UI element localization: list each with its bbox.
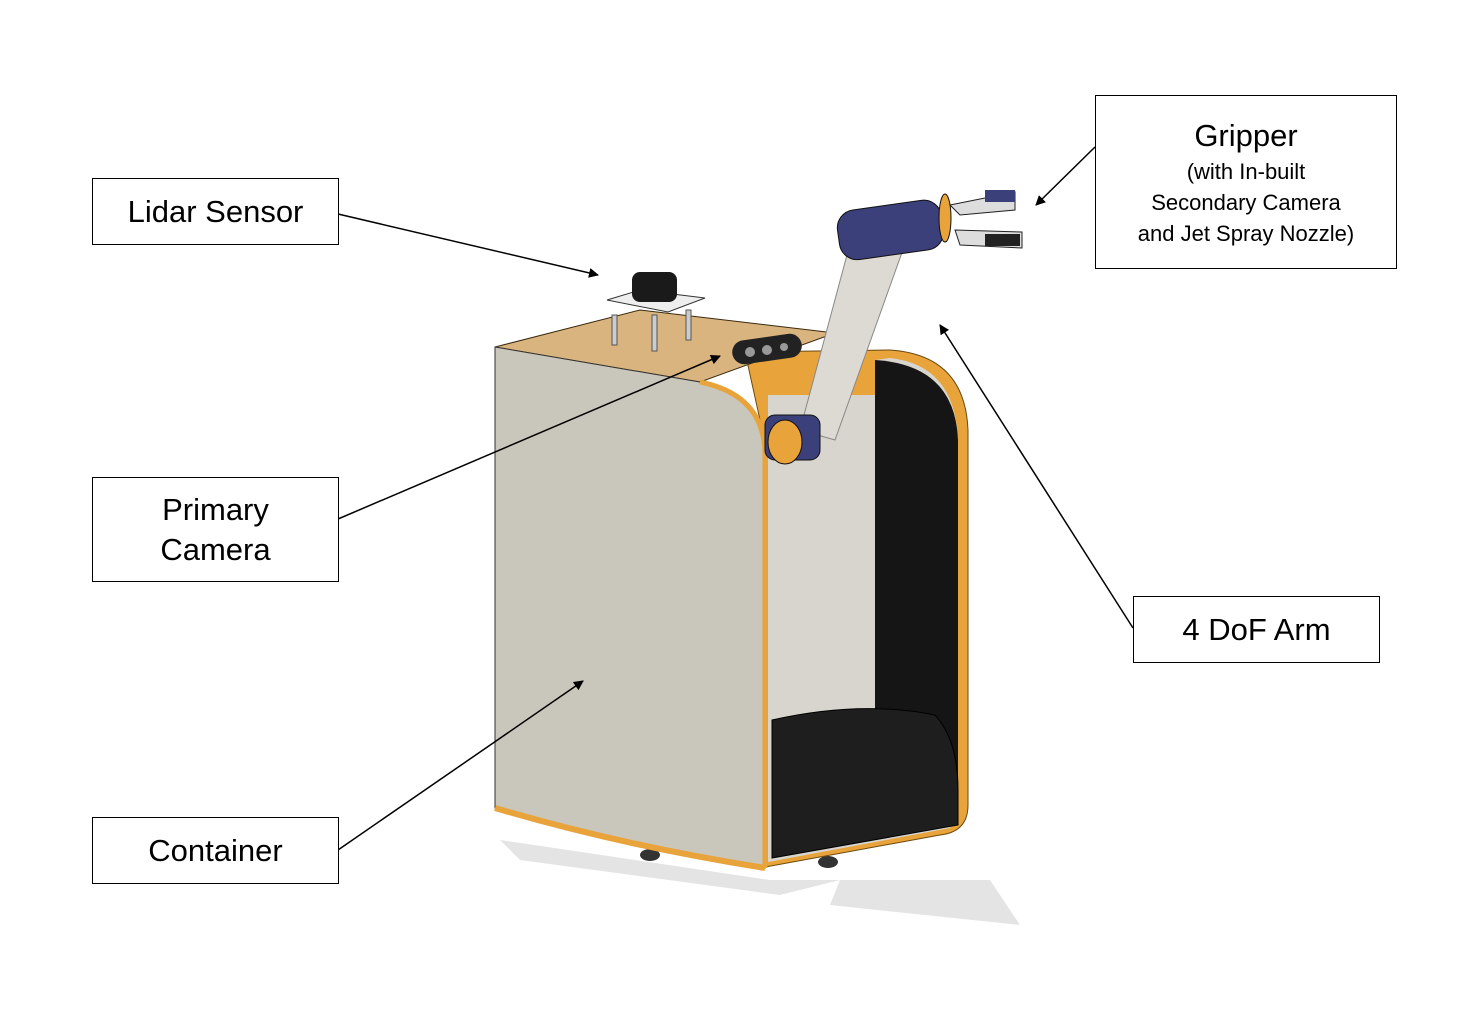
arm-arrow bbox=[939, 324, 1134, 629]
arm-text: 4 DoF Arm bbox=[1182, 611, 1331, 647]
primary-camera-label: Primary Camera bbox=[92, 477, 339, 582]
gripper-title: Gripper bbox=[1194, 117, 1298, 153]
lidar-sensor-label: Lidar Sensor bbox=[92, 178, 339, 245]
container-label: Container bbox=[92, 817, 339, 884]
lidar-sensor-text: Lidar Sensor bbox=[127, 193, 304, 229]
interior-back bbox=[875, 360, 958, 805]
gripper-detail-line3: and Jet Spray Nozzle) bbox=[1137, 220, 1355, 246]
container-text: Container bbox=[148, 832, 283, 868]
gripper-detail-line2: Secondary Camera bbox=[1151, 189, 1341, 215]
wheel bbox=[640, 849, 660, 861]
arm-joint-cap bbox=[767, 419, 803, 465]
primary-camera-text-line2: Camera bbox=[160, 531, 271, 567]
gripper-detail-line1: (with In-built bbox=[1186, 158, 1306, 184]
container-front bbox=[494, 346, 766, 869]
roller bbox=[771, 708, 959, 859]
primary-camera-arrow bbox=[337, 354, 721, 520]
container-arrow bbox=[337, 680, 584, 851]
gripper-label: Gripper (with In-built Secondary Camera … bbox=[1095, 95, 1397, 269]
bottom-edge bbox=[494, 805, 766, 871]
wheel bbox=[818, 856, 838, 868]
ground-shadow bbox=[500, 840, 1020, 925]
gripper bbox=[836, 190, 1023, 261]
arm-label: 4 DoF Arm bbox=[1133, 596, 1380, 663]
lidar-arrow bbox=[337, 213, 599, 278]
primary-camera-text-line1: Primary bbox=[162, 491, 269, 527]
lidar-sensor bbox=[606, 272, 706, 352]
primary-camera bbox=[732, 333, 802, 365]
gripper-arrow bbox=[1035, 146, 1096, 206]
